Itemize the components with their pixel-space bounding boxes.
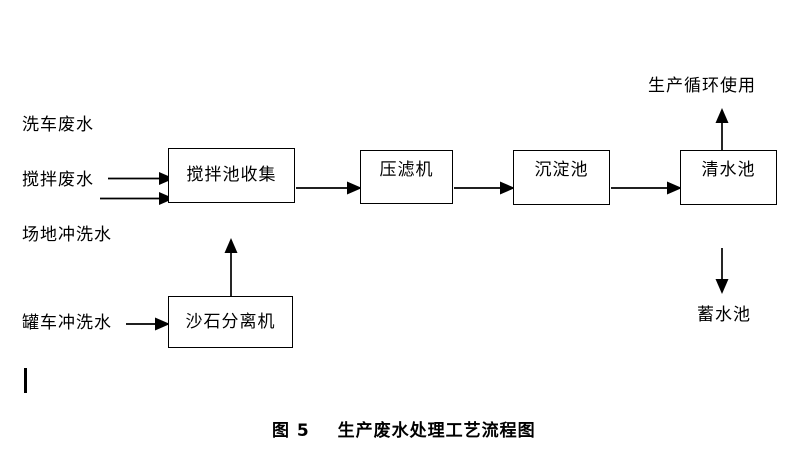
- process-box-label: 压滤机: [379, 159, 434, 180]
- process-box-label: 搅拌池收集: [186, 165, 277, 185]
- input-label-car-wash-wastewater: 洗车废水: [22, 115, 94, 135]
- process-box-label: 沙石分离机: [185, 311, 276, 332]
- connector-sedimentation-to-clean-water: [611, 181, 682, 195]
- process-box-label: 清水池: [701, 160, 756, 180]
- connector-clean-water-to-recycle-use: [715, 108, 729, 150]
- connector-mixing-tank-to-filter-press: [296, 181, 362, 195]
- connector-clean-water-to-storage: [715, 248, 729, 294]
- process-box-sand-gravel-separator[interactable]: 沙石分离机: [168, 296, 293, 348]
- process-box-clean-water-tank[interactable]: 清水池: [680, 150, 777, 205]
- input-label-tanker-flushing-water: 罐车冲洗水: [22, 313, 112, 333]
- figure-caption: 图 5 生产废水处理工艺流程图: [272, 416, 536, 441]
- process-box-label: 沉淀池: [534, 160, 589, 180]
- process-box-mixing-tank-collection[interactable]: 搅拌池收集: [168, 148, 295, 203]
- connector-filter-press-to-sedimentation: [454, 181, 515, 195]
- process-box-sedimentation-tank[interactable]: 沉淀池: [513, 150, 610, 205]
- margin-tick-mark: [24, 368, 27, 393]
- figure-caption-number: 图 5: [272, 421, 310, 441]
- input-label-mixer-wastewater: 搅拌废水: [22, 170, 94, 190]
- process-box-filter-press[interactable]: 压滤机: [360, 150, 453, 204]
- connector-separator-to-mixing-tank: [224, 238, 238, 296]
- output-label-production-recycle-use: 生产循环使用: [648, 76, 756, 96]
- connector-tanker-flushing-to-separator: [126, 317, 170, 331]
- input-label-site-flushing-water: 场地冲洗水: [22, 225, 112, 245]
- connector-mixer-wastewater-to-mixing-tank: [108, 172, 174, 185]
- connector-site-flushing-to-mixing-tank: [100, 192, 174, 205]
- output-label-storage-reservoir: 蓄水池: [697, 305, 751, 325]
- figure-caption-title: 生产废水处理工艺流程图: [337, 421, 536, 441]
